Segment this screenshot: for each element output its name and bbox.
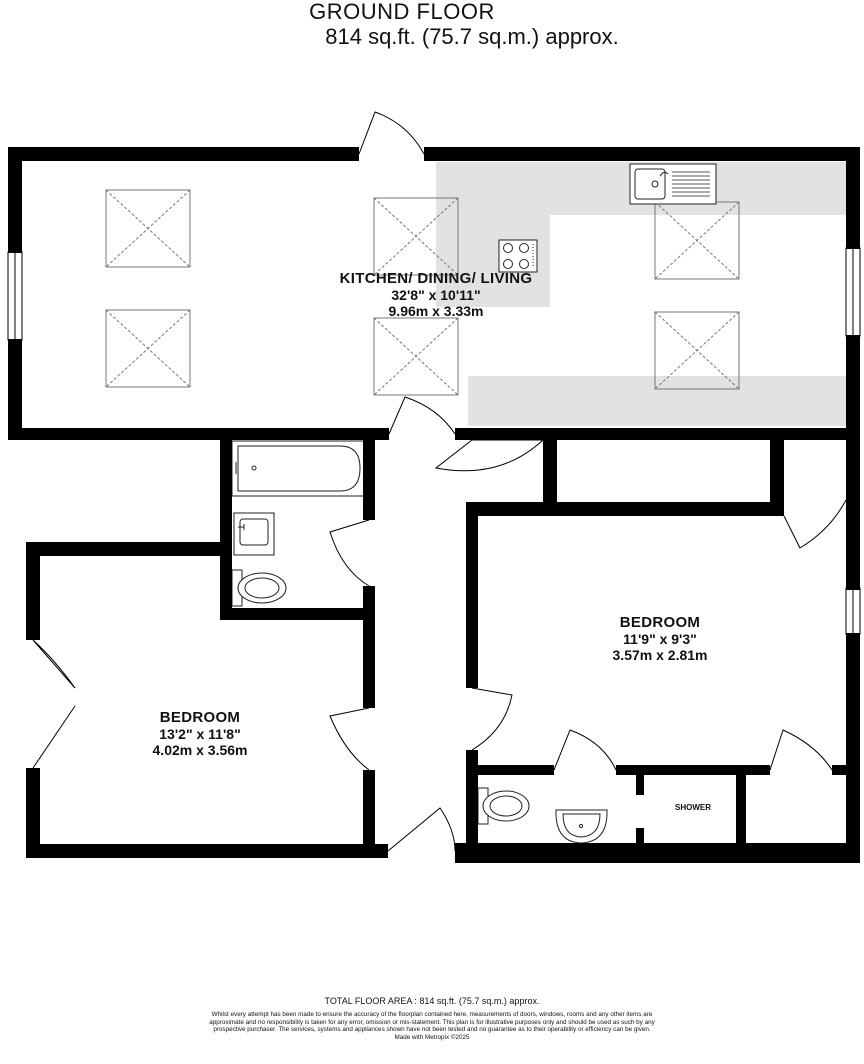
right-bedroom-door: [471, 687, 513, 751]
bedroom-right-label: BEDROOM 11'9" x 9'3" 3.57m x 2.81m: [560, 614, 760, 664]
left-bedroom-door-upper: [32, 639, 76, 689]
room-imperial: 13'2" x 11'8": [159, 726, 241, 742]
ensuite-wardrobe-door: [769, 729, 833, 771]
room-metric: 4.02m x 3.56m: [152, 742, 248, 758]
skylights: [105, 189, 740, 396]
skylight: [654, 311, 740, 390]
room-imperial: 11'9" x 9'3": [623, 631, 697, 647]
bathroom-door: [329, 519, 370, 587]
bedroom-left-label: BEDROOM 13'2" x 11'8" 4.02m x 3.56m: [100, 709, 300, 759]
disclaimer: Whilst every attempt has been made to en…: [209, 1011, 655, 1034]
room-name: KITCHEN/ DINING/ LIVING: [339, 270, 533, 287]
left-bedroom-door-lower: [32, 705, 76, 769]
skylight: [105, 309, 191, 388]
room-imperial: 32'8" x 10'11": [391, 287, 481, 303]
floor-title: GROUND FLOOR: [309, 0, 495, 24]
ensuite-door: [553, 729, 617, 771]
kitchen-sink-icon: [629, 163, 717, 205]
kitchen-door: [388, 396, 456, 435]
worktop-bottom: [468, 376, 846, 426]
made-with: Made with Metropix ©2025: [394, 1033, 470, 1041]
room-name: BEDROOM: [159, 709, 241, 726]
wardrobe-door: [783, 499, 847, 549]
left-bedroom-door: [329, 707, 370, 771]
skylight: [105, 189, 191, 268]
room-metric: 9.96m x 3.33m: [388, 303, 484, 319]
hob-icon: [498, 239, 538, 273]
toilet-icon: [231, 569, 287, 607]
shower-label: SHOWER: [675, 803, 711, 812]
room-name: BEDROOM: [619, 614, 701, 631]
bedroom-door-hall: [387, 807, 456, 852]
skylight: [373, 197, 459, 276]
floor-area-subtitle: 814 sq.ft. (75.7 sq.m.) approx.: [325, 24, 619, 49]
ensuite-toilet-icon: [477, 787, 530, 825]
doors: [32, 111, 847, 852]
total-floor-area: TOTAL FLOOR AREA : 814 sq.ft. (75.7 sq.m…: [324, 996, 540, 1006]
ensuite-basin-icon: [555, 809, 608, 844]
front-door: [358, 111, 425, 155]
store-door: [434, 439, 544, 472]
bath-icon: [231, 440, 366, 497]
windows: [7, 247, 861, 635]
kitchen-label: KITCHEN/ DINING/ LIVING 32'8" x 10'11" 9…: [300, 270, 572, 320]
footer: TOTAL FLOOR AREA : 814 sq.ft. (75.7 sq.m…: [200, 996, 664, 1041]
walls: [8, 147, 860, 863]
room-metric: 3.57m x 2.81m: [612, 647, 708, 663]
basin-icon: [233, 512, 275, 556]
skylight: [373, 317, 459, 396]
